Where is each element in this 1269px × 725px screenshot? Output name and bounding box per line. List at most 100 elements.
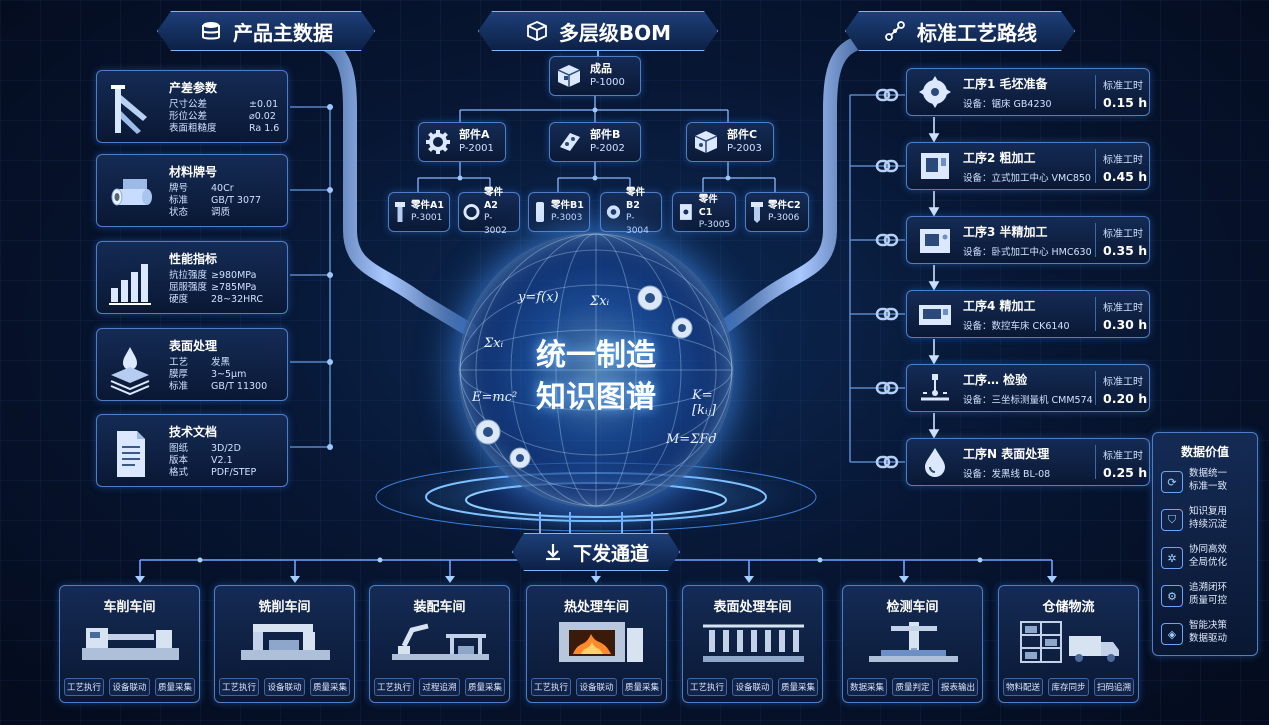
product-master-header: 产品主数据	[157, 11, 375, 51]
nut-icon	[463, 202, 480, 222]
row-value: 3~5μm	[211, 369, 246, 381]
bracket-icon	[677, 201, 695, 223]
bom-node-code: P-3005	[699, 219, 731, 232]
std-time-value: 0.35 h	[1103, 243, 1147, 258]
workshop-tag: 质量采集	[778, 678, 818, 696]
row-value: 28~32HRC	[211, 294, 263, 306]
process-step-n[interactable]: 工序N 表面处理 设备：发黑线 BL-08 标准工时 0.25 h	[906, 438, 1150, 486]
std-time-label: 标准工时	[1103, 373, 1143, 388]
route-header: 标准工艺路线	[845, 11, 1075, 51]
bom-node-name: 零件B1	[551, 199, 584, 212]
pin-icon	[533, 200, 547, 224]
plate-icon	[556, 129, 582, 155]
workshop-warehouse[interactable]: 仓储物流 物料配送库存同步扫码追溯	[998, 585, 1139, 703]
robot-arm-icon	[388, 620, 493, 665]
caliper-icon	[105, 81, 155, 139]
workshop-tag: 工艺执行	[64, 678, 104, 696]
workshop-turning[interactable]: 车削车间 工艺执行设备联动质量采集	[59, 585, 200, 703]
workshop-tag: 报表输出	[938, 678, 978, 696]
bom-node-code: P-3006	[768, 212, 801, 225]
workshop-tag: 质量采集	[310, 678, 350, 696]
bom-header: 多层级BOM	[478, 11, 718, 51]
workshop-title: 装配车间	[370, 596, 509, 615]
process-step-1[interactable]: 工序1 毛坯准备 设备：锯床 GB4230 标准工时 0.15 h	[906, 68, 1150, 116]
process-step-2[interactable]: 工序2 粗加工 设备：立式加工中心 VMC850 标准工时 0.45 h	[906, 142, 1150, 190]
row-key: 牌号	[169, 183, 211, 195]
lathe-icon	[78, 620, 183, 665]
download-icon	[543, 542, 563, 562]
bom-node-code: P-3003	[551, 212, 584, 225]
std-time-value: 0.15 h	[1103, 95, 1147, 110]
compass-icon: ◈	[1161, 623, 1183, 645]
bom-node-code: P-2003	[727, 142, 762, 156]
workshop-assembly[interactable]: 装配车间 工艺执行过程追溯质量采集	[369, 585, 510, 703]
workshop-tag: 物料配送	[1003, 678, 1043, 696]
row-value: ±0.01	[249, 99, 278, 111]
shield-icon: ⛉	[1161, 509, 1183, 531]
value-label: 智能决策 数据驱动	[1189, 619, 1227, 645]
value-item: ⚙追溯闭环 质量可控	[1161, 579, 1259, 611]
knowledge-graph-globe: y=f(x) Σxᵢ Σxᵢ E=mc² K=[kᵢⱼ] M=ΣFd 统一制造 …	[458, 232, 734, 508]
workshop-inspection[interactable]: 检测车间 数据采集质量判定报表输出	[842, 585, 983, 703]
workshop-heat-treatment[interactable]: 热处理车间 工艺执行设备联动质量采集	[526, 585, 667, 703]
product-master-title: 产品主数据	[233, 17, 333, 46]
cmm-icon	[861, 620, 966, 665]
bom-node-name: 部件B	[590, 128, 625, 142]
card-title: 表面处理	[169, 337, 217, 354]
workshop-surface-treatment[interactable]: 表面处理车间 工艺执行设备联动质量采集	[682, 585, 823, 703]
row-value: ≥980MPa	[211, 270, 256, 282]
row-value: ⌀0.02	[249, 111, 276, 123]
process-name: 工序3 半精加工	[963, 223, 1048, 240]
row-key: 工艺	[169, 357, 211, 369]
value-label: 协同高效 全局优化	[1189, 543, 1227, 569]
workshop-title: 表面处理车间	[683, 596, 822, 615]
workshop-milling[interactable]: 铣削车间 工艺执行设备联动质量采集	[214, 585, 355, 703]
row-value: PDF/STEP	[211, 467, 256, 479]
vmc-machine-icon	[917, 149, 953, 183]
process-name: 工序N 表面处理	[963, 445, 1049, 462]
row-value: V2.1	[211, 455, 233, 467]
row-key: 硬度	[169, 294, 211, 306]
process-step-3[interactable]: 工序3 半精加工 设备：卧式加工中心 HMC630 标准工时 0.35 h	[906, 216, 1150, 264]
card-material: 材料牌号 牌号40Cr 标准GB/T 3077 状态调质	[96, 154, 288, 227]
row-key: 状态	[169, 207, 211, 219]
bom-node-code: P-2002	[590, 142, 625, 156]
row-value: GB/T 11300	[211, 381, 267, 393]
process-step-4[interactable]: 工序4 精加工 设备：数控车床 CK6140 标准工时 0.30 h	[906, 290, 1150, 338]
database-icon	[199, 19, 223, 43]
formula-sum-top: Σxᵢ	[590, 294, 609, 309]
workshop-tag: 设备联动	[576, 678, 616, 696]
row-key: 形位公差	[169, 111, 249, 123]
value-item: ✲ 协同高效 全局优化	[1161, 541, 1259, 573]
bom-node-name: 零件C2	[768, 199, 801, 212]
gear-icon	[425, 129, 451, 155]
bom-node-code: P-2001	[459, 142, 494, 156]
row-key: 膜厚	[169, 369, 211, 381]
row-value: ≥785MPa	[211, 282, 256, 294]
row-key: 版本	[169, 455, 211, 467]
row-key: 标准	[169, 381, 211, 393]
row-key: 抗拉强度	[169, 270, 211, 282]
value-item: ⟳数据统一 标准一致	[1161, 465, 1259, 497]
process-equipment: 设备：锯床 GB4230	[963, 96, 1052, 110]
bar-chart-icon	[105, 252, 155, 310]
network-icon: ✲	[1161, 547, 1183, 569]
std-time-value: 0.30 h	[1103, 317, 1147, 332]
pipe-material-icon	[105, 165, 155, 223]
process-step-inspect[interactable]: 工序… 检验 设备：三坐标测量机 CMM574 标准工时 0.20 h	[906, 364, 1150, 412]
block-icon	[693, 129, 719, 155]
card-title: 产差参数	[169, 79, 217, 96]
process-name: 工序… 检验	[963, 371, 1027, 388]
workshop-title: 铣削车间	[215, 596, 354, 615]
